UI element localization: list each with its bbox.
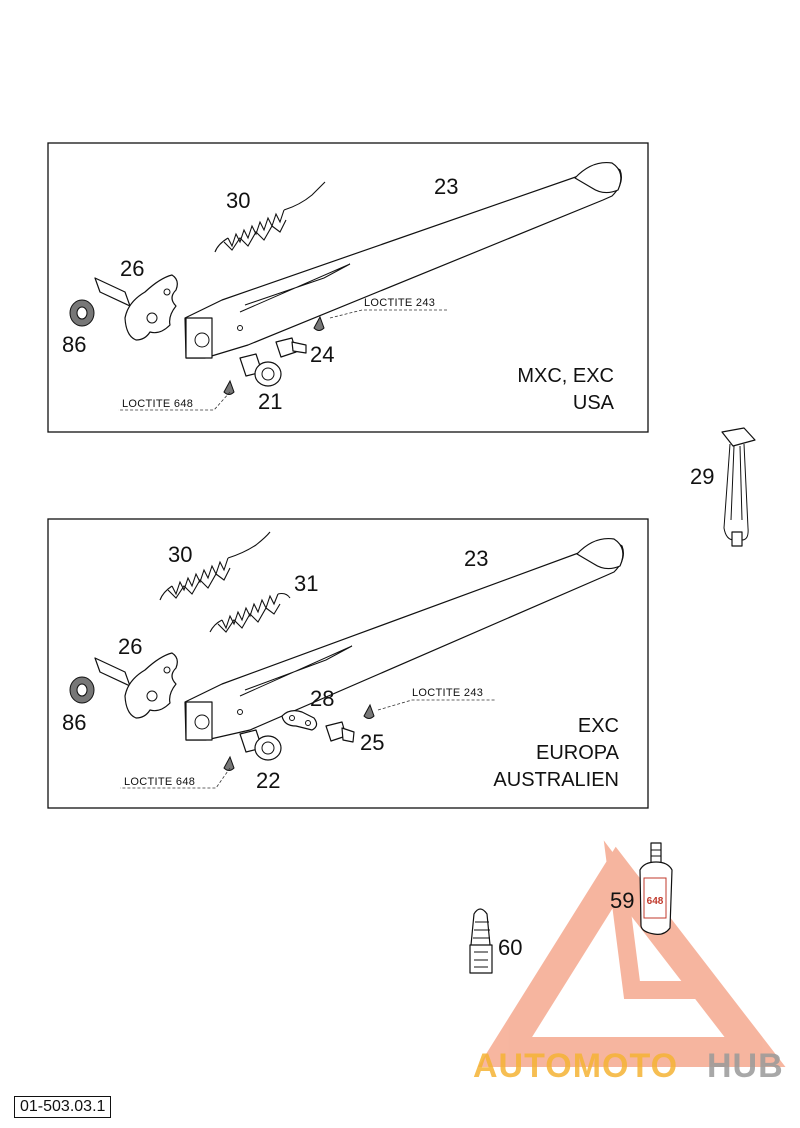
region-line1-top: MXC, EXC — [517, 365, 614, 387]
pin-22-bottom — [223, 729, 282, 771]
bolt-25-bottom — [325, 703, 375, 743]
loctite-648-bottom: LOCTITE 648 — [124, 776, 195, 788]
label-26-top: 26 — [120, 256, 144, 281]
label-29: 29 — [690, 464, 714, 489]
watermark-part2: HUB — [707, 1047, 784, 1085]
label-25-bottom: 25 — [360, 730, 384, 755]
leader-loctite-243-bottom — [377, 699, 496, 711]
watermark-part1: AUTOMOTO — [473, 1047, 678, 1085]
loctite-243-bottom: LOCTITE 243 — [412, 687, 483, 699]
side-stand-23-top — [184, 161, 622, 359]
bottle-648-text: 648 — [647, 896, 664, 907]
bottle-59: 648 59 — [610, 842, 673, 935]
label-23-bottom: 23 — [464, 546, 488, 571]
label-31-bottom: 31 — [294, 571, 318, 596]
panel-top-frame — [47, 142, 649, 433]
label-86-top: 86 — [62, 332, 86, 357]
panel-bottom-frame — [47, 518, 649, 809]
region-line1-bottom: EXC — [578, 715, 619, 737]
nut-86-top — [69, 299, 95, 327]
panel-bottom: 23 30 31 26 86 28 25 22 LOCTITE 243 LOCT… — [47, 518, 649, 809]
region-line3-bottom: AUSTRALIEN — [493, 769, 619, 791]
bolt-24-top — [275, 315, 325, 358]
label-60: 60 — [498, 935, 522, 960]
tool-29: 29 — [690, 427, 756, 547]
spring-30-bottom — [159, 531, 271, 601]
pin-21-top — [223, 353, 282, 395]
label-30-bottom: 30 — [168, 542, 192, 567]
watermark-text: AUTOMOTO HUB — [473, 1047, 784, 1085]
bracket-26-bottom — [94, 652, 178, 719]
nut-86-bottom — [69, 676, 95, 704]
region-line2-top: USA — [573, 392, 615, 414]
label-22-bottom: 22 — [256, 768, 280, 793]
label-86-bottom: 86 — [62, 710, 86, 735]
panel-top: 23 30 26 86 24 21 LOCTITE 243 LOCTITE 64… — [47, 142, 649, 433]
loctite-243-top: LOCTITE 243 — [364, 297, 435, 309]
label-23-top: 23 — [434, 174, 458, 199]
leader-loctite-243-top — [329, 309, 448, 319]
tube-60: 60 — [469, 908, 522, 974]
label-21-top: 21 — [258, 389, 282, 414]
label-30-top: 30 — [226, 188, 250, 213]
spring-31-bottom — [209, 592, 291, 633]
label-28-bottom: 28 — [310, 686, 334, 711]
label-26-bottom: 26 — [118, 634, 142, 659]
side-stand-23-bottom — [184, 537, 624, 741]
label-59: 59 — [610, 888, 634, 913]
label-24-top: 24 — [310, 342, 334, 367]
plate-28-bottom — [281, 710, 318, 731]
loctite-648-top: LOCTITE 648 — [122, 398, 193, 410]
region-line2-bottom: EUROPA — [536, 742, 620, 764]
diagram-code: 01-503.03.1 — [14, 1096, 112, 1118]
bracket-26-top — [94, 274, 178, 341]
spring-30-top — [214, 181, 326, 253]
